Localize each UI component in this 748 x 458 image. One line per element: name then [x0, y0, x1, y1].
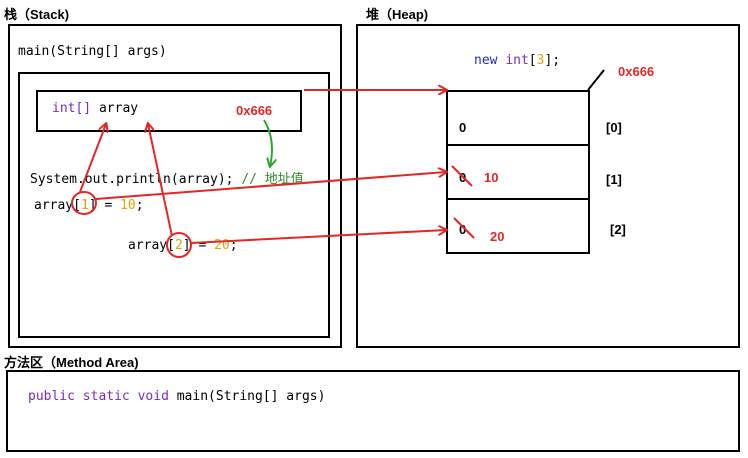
static-keyword: static [82, 389, 130, 404]
new-array-expression: new int[3]; [474, 53, 560, 68]
int-array-type: int[] [52, 101, 92, 116]
array-declaration: int[] array [52, 101, 138, 116]
index-1-to-array-arrow [79, 124, 106, 193]
main-frame-label: main(String[] args) [18, 44, 167, 59]
index-2-circle [166, 232, 192, 258]
assign2-end: ; [229, 238, 238, 253]
cell-2-old-value: 0 [459, 222, 467, 237]
index-2-to-cell-2-arrow [190, 230, 446, 244]
new-close-bracket: ]; [544, 53, 561, 68]
main-method-signature: public static void main(String[] args) [28, 389, 325, 404]
assign1-end: ; [135, 198, 144, 213]
cell-2-index-label: [2] [610, 222, 626, 237]
heap-cell-0 [446, 90, 590, 146]
index-1-to-cell-1-arrow [95, 172, 446, 200]
cell-1-index-label: [1] [606, 172, 622, 187]
println-code: System.out.println(array); [30, 172, 234, 187]
main-signature-text: main(String[] args) [176, 389, 326, 404]
stack-title: 栈（Stack) [4, 7, 70, 22]
heap-cell-2 [446, 198, 590, 254]
index-1-circle [71, 191, 97, 215]
heap-address-label: 0x666 [618, 64, 655, 79]
array-variable-box [36, 90, 302, 132]
method-area-title: 方法区（Method Area) [4, 355, 139, 370]
new-keyword: new [474, 53, 498, 68]
assign2-prefix: array[ [128, 238, 175, 253]
cell-0-index-label: [0] [606, 120, 622, 135]
method-area-region [6, 370, 740, 452]
heap-address-pointer [587, 69, 605, 91]
assign1-value: 10 [120, 198, 136, 213]
void-keyword: void [137, 389, 169, 404]
cell-0-value: 0 [459, 120, 467, 135]
stack-address-label: 0x666 [236, 103, 273, 118]
index-2-to-array-arrow [148, 124, 173, 237]
new-type: int [505, 53, 529, 68]
heap-title: 堆（Heap) [366, 7, 429, 22]
assign-index-1-statement: array[1] = 10; [34, 198, 144, 213]
cell-2-strike [453, 217, 475, 239]
cell-2-new-value: 20 [490, 229, 505, 244]
public-keyword: public [28, 389, 75, 404]
assign1-index: 1 [80, 198, 89, 213]
cell-1-strike [451, 165, 473, 187]
assign2-index: 2 [174, 238, 183, 253]
assign1-prefix: array[ [34, 198, 81, 213]
green-address-arrow [263, 119, 272, 166]
new-size: 3 [536, 53, 545, 68]
new-open-bracket: [ [528, 53, 537, 68]
cell-1-new-value: 10 [484, 170, 499, 185]
array-var-name: array [91, 101, 139, 116]
